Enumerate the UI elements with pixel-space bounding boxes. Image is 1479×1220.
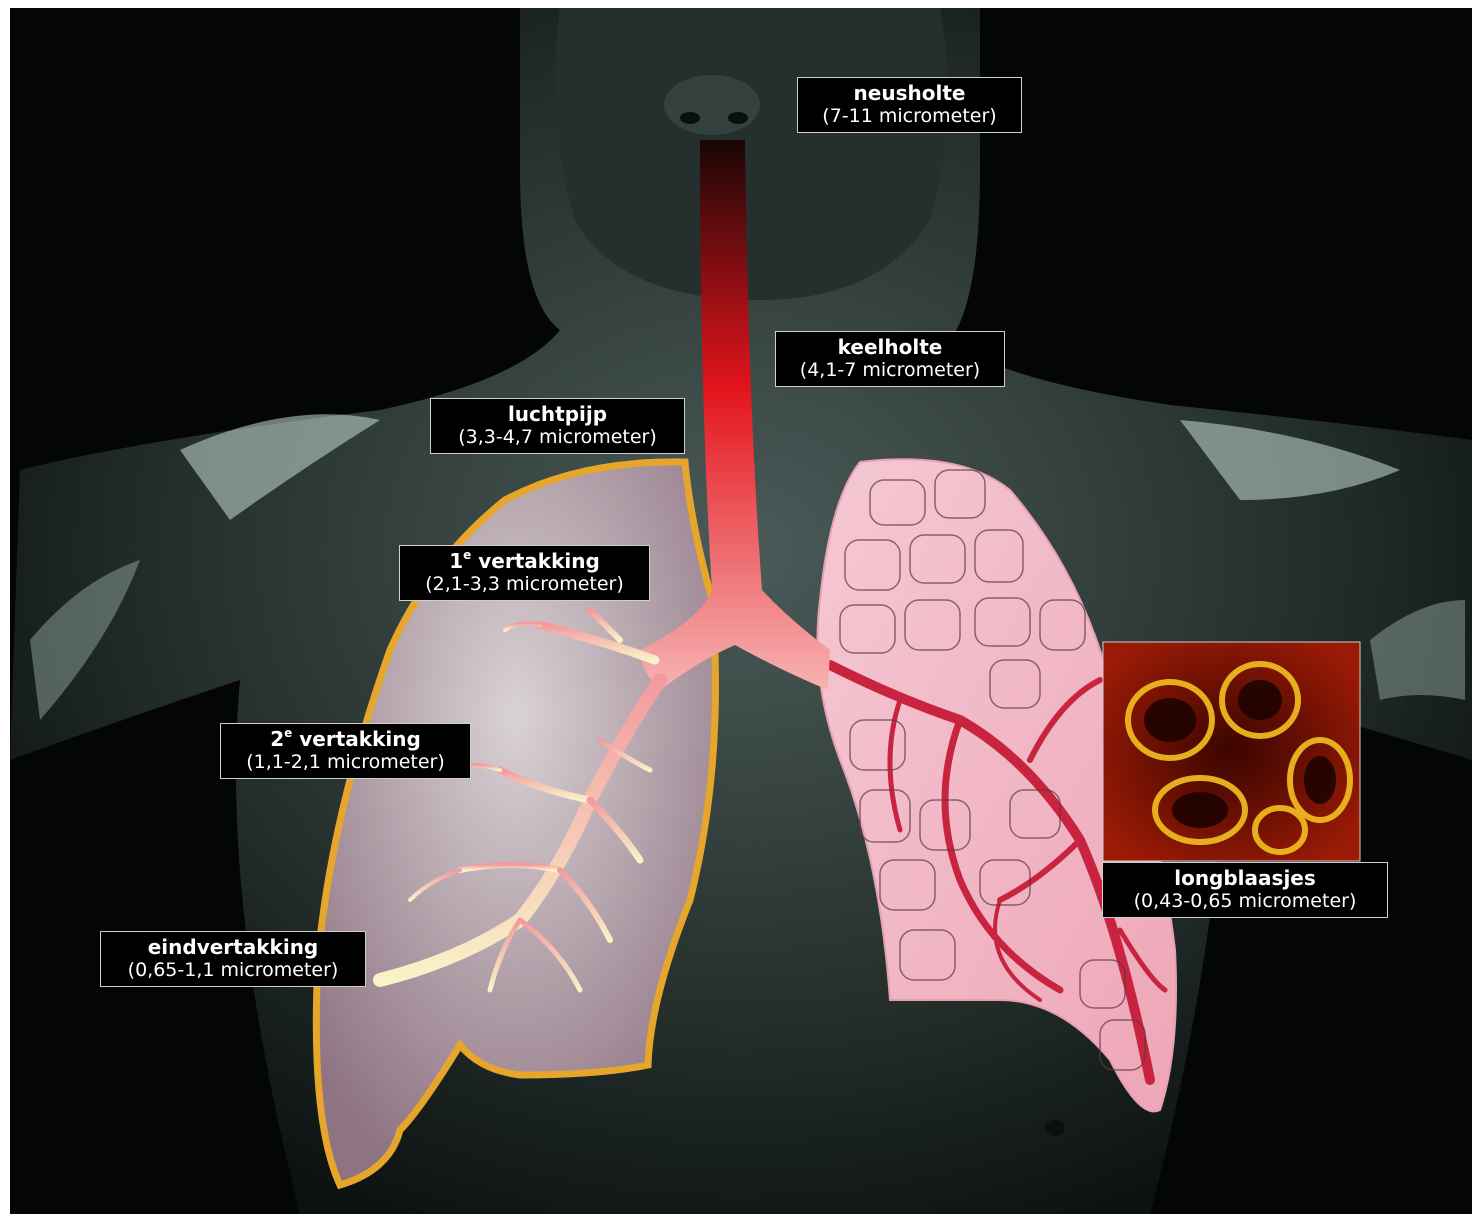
nostril-right [728,112,748,124]
first-branching-ordinal: e [463,548,471,562]
label-neusholte: neusholte (7-11 micrometer) [797,77,1022,133]
label-eindvertakking-range: (0,65-1,1 micrometer) [107,959,359,982]
label-neusholte-range: (7-11 micrometer) [804,105,1015,128]
label-first-branching-range: (2,1-3,3 micrometer) [406,573,643,596]
label-longblaasjes-name: longblaasjes [1109,866,1381,890]
second-branching-word: vertakking [292,727,421,751]
label-luchtpijp: luchtpijp (3,3-4,7 micrometer) [430,398,685,454]
first-branching-number: 1 [449,549,463,573]
nostril-left [680,112,700,124]
label-keelholte: keelholte (4,1-7 micrometer) [775,331,1005,387]
label-neusholte-name: neusholte [804,81,1015,105]
nose [664,75,760,135]
nipple [1045,1120,1065,1136]
label-second-branching-name: 2e vertakking [227,727,464,751]
label-keelholte-range: (4,1-7 micrometer) [782,359,998,382]
label-luchtpijp-name: luchtpijp [437,402,678,426]
label-eindvertakking-name: eindvertakking [107,935,359,959]
label-second-branching-range: (1,1-2,1 micrometer) [227,751,464,774]
label-second-branching: 2e vertakking (1,1-2,1 micrometer) [220,723,471,779]
alveoli-inset [1103,642,1360,861]
first-branching-word: vertakking [471,549,600,573]
label-eindvertakking: eindvertakking (0,65-1,1 micrometer) [100,931,366,987]
face [555,8,948,300]
label-first-branching-name: 1e vertakking [406,549,643,573]
label-keelholte-name: keelholte [782,335,998,359]
second-branching-number: 2 [270,727,284,751]
label-luchtpijp-range: (3,3-4,7 micrometer) [437,426,678,449]
label-longblaasjes: longblaasjes (0,43-0,65 micrometer) [1102,862,1388,918]
second-branching-ordinal: e [284,726,292,740]
label-first-branching: 1e vertakking (2,1-3,3 micrometer) [399,545,650,601]
label-longblaasjes-range: (0,43-0,65 micrometer) [1109,890,1381,913]
